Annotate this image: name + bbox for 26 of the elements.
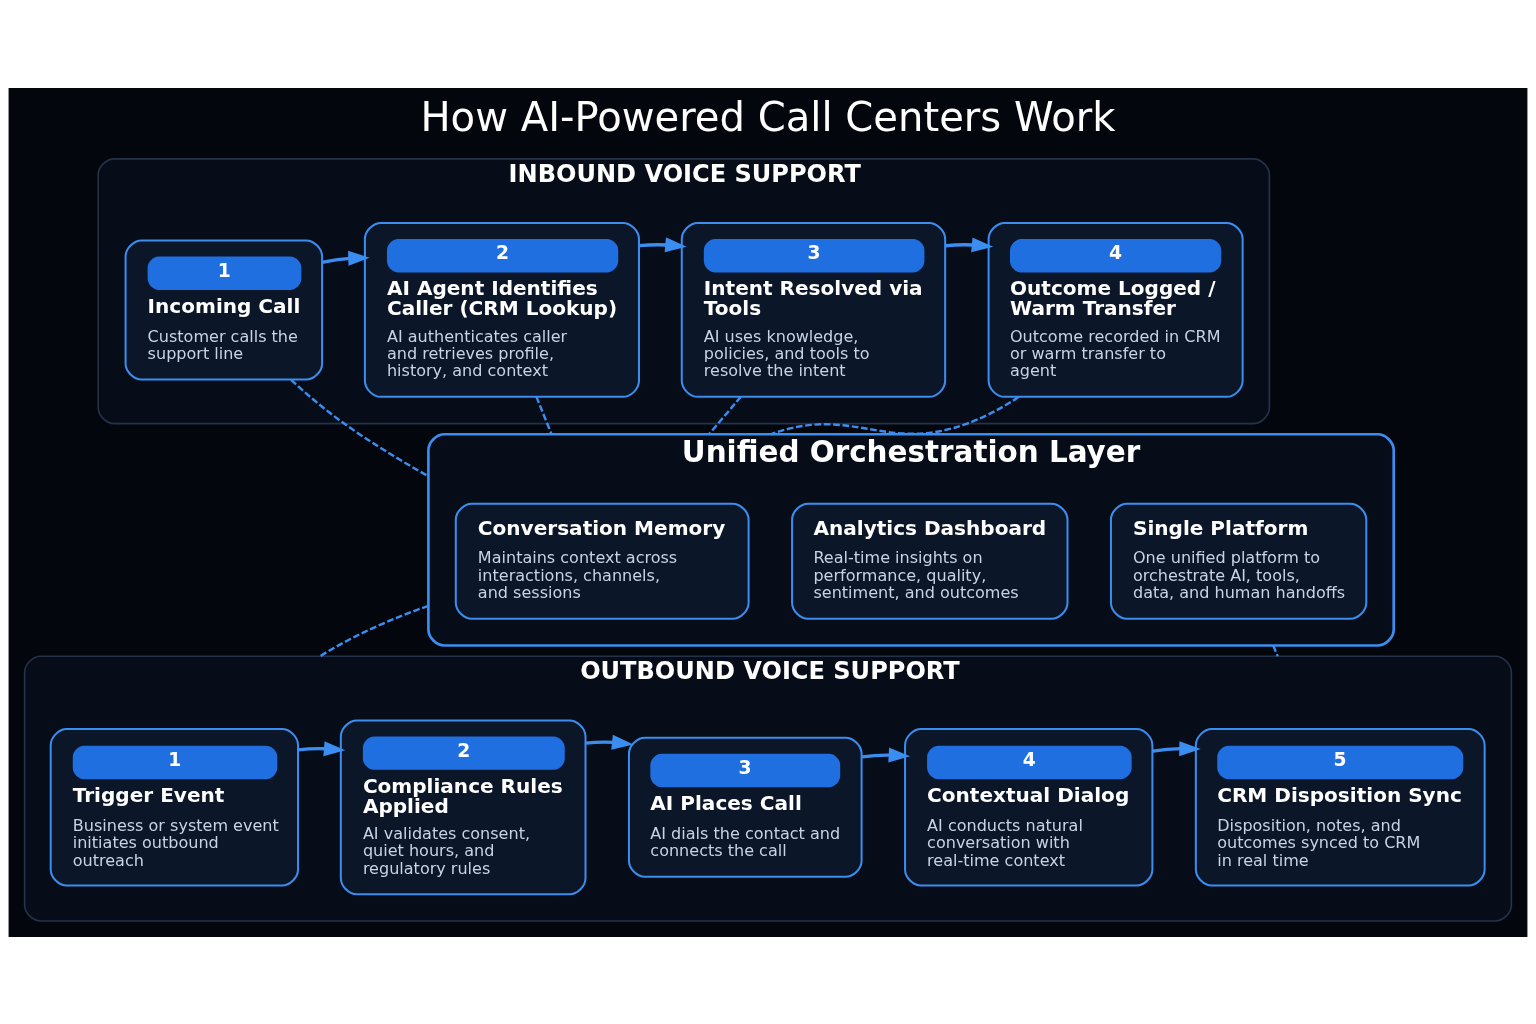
node-box: Single Platform One unified platform to orchestrate AI, tools, data, and human handoffs bbox=[1109, 502, 1368, 620]
arrow bbox=[585, 734, 634, 750]
node-box: 2 AI Agent Identifies Caller (CRM Lookup) AI authenticates caller and retrieves profile, history, and context bbox=[363, 221, 640, 398]
arrow bbox=[639, 236, 687, 252]
node-box: Analytics Dashboard Real-time insights on performance, quality, sentiment, and outcomes bbox=[791, 502, 1069, 620]
arrow bbox=[321, 250, 370, 266]
arrow bbox=[298, 740, 346, 756]
connector bbox=[535, 395, 553, 435]
node-box: 3 AI Places Call AI dials the contact and connects the call bbox=[627, 736, 863, 878]
node-box: 2 Compliance Rules Applied AI validates consent, quiet hours, and regulatory rules bbox=[339, 718, 587, 895]
connector bbox=[290, 378, 429, 477]
node-box: 4 Contextual Dialog AI conducts natural conversation with real-time context bbox=[904, 727, 1154, 887]
arrow bbox=[861, 747, 911, 763]
node-box: 3 Intent Resolved via Tools AI uses knowledge, policies, and tools to resolve the intent bbox=[680, 221, 947, 398]
node-box: 4 Outcome Logged / Warm Transfer Outcome recorded in CRM or warm transfer to agent bbox=[987, 221, 1244, 398]
connector bbox=[319, 604, 429, 657]
node-box: 1 Trigger Event Business or system event initiates outbound outreach bbox=[49, 727, 300, 887]
connector bbox=[708, 395, 742, 435]
arrow bbox=[1152, 740, 1201, 756]
connector bbox=[1272, 644, 1279, 657]
connector bbox=[770, 395, 1020, 435]
diagram-title: How AI-Powered Call Centers Work bbox=[420, 93, 1116, 140]
node-box: 5 CRM Disposition Sync Disposition, notes, and outcomes synced to CRM in real time bbox=[1194, 727, 1486, 887]
arrow bbox=[945, 236, 994, 252]
node-box: 1 Incoming Call Customer calls the support line bbox=[124, 238, 324, 380]
node-box: Conversation Memory Maintains context across interactions, channels, and sessions bbox=[454, 502, 750, 620]
